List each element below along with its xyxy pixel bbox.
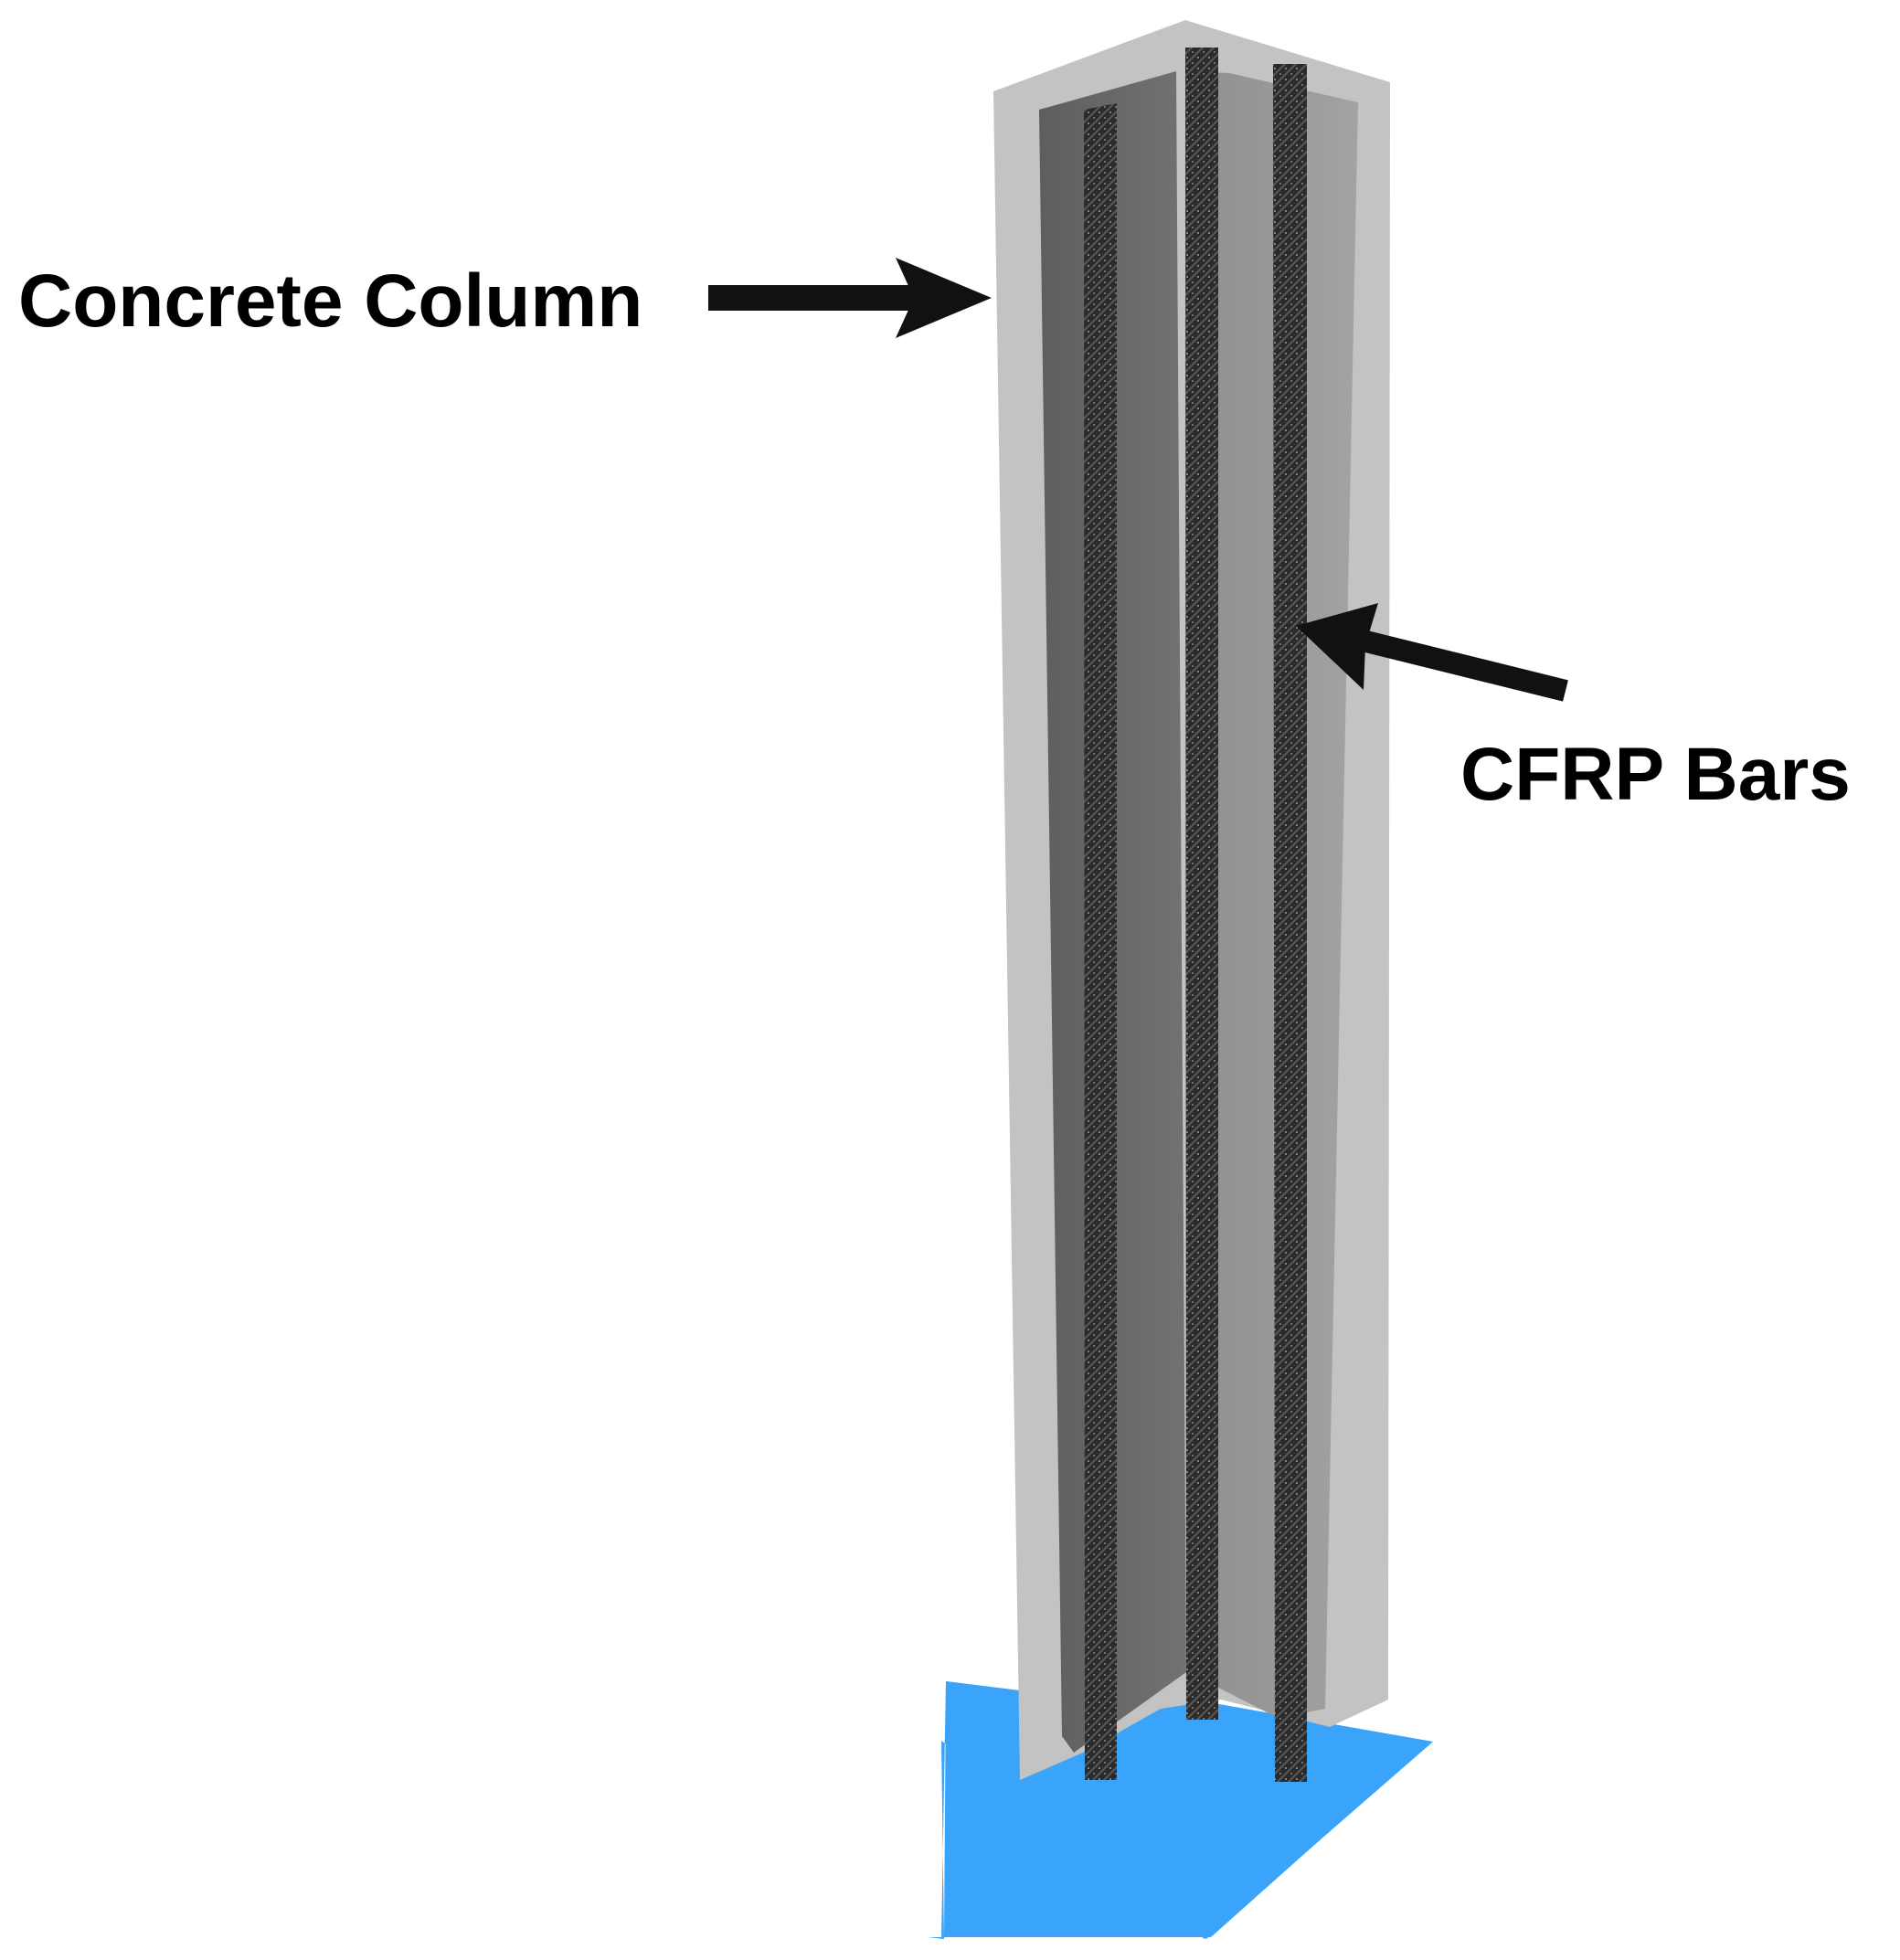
cfrp-arrow-shaft [1364,630,1568,702]
inner-face-right [1188,71,1358,1718]
concrete-arrow-head [896,258,992,338]
cfrp-bars-label: CFRP Bars [1460,733,1851,816]
cfrp-bar-left [1084,103,1117,1780]
cfrp-arrow-head [1296,603,1378,690]
cfrp-bar-middle [1185,48,1218,1720]
cfrp-bar-right [1273,64,1307,1782]
concrete-column-label: Concrete Column [18,260,642,343]
